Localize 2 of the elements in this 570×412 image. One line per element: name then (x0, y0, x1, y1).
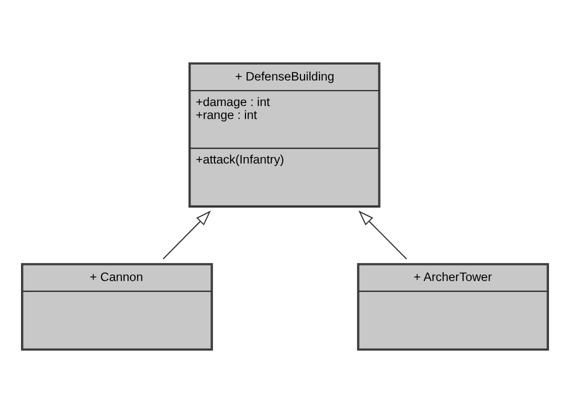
arrow (358, 210, 407, 259)
arrow (162, 210, 211, 259)
